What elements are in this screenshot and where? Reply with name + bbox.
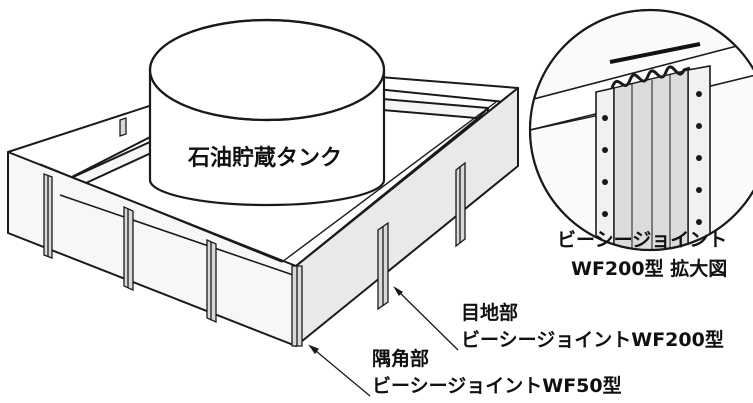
zoom-panel-left <box>595 87 615 250</box>
oil-tank <box>148 18 386 207</box>
magnified-view <box>528 8 753 252</box>
tank-label: 石油貯蔵タンク <box>188 146 343 171</box>
joint-back-1 <box>119 117 127 137</box>
joint-front-left-2 <box>123 205 134 292</box>
zoom-bolts-right <box>696 91 702 225</box>
joint-front-right-2 <box>455 161 466 248</box>
callout-zoom-title: ビーシージョイント <box>557 229 728 251</box>
callout-joint-title: 目地部 <box>461 302 519 324</box>
zoom-joint-band <box>613 69 689 250</box>
callout-corner-subtitle: ビーシージョイントWF50型 <box>372 375 622 397</box>
joint-front-left-1 <box>43 173 53 259</box>
leader-corner <box>309 345 371 397</box>
zoom-joint-profile <box>610 65 691 89</box>
leader-joint <box>394 287 459 351</box>
joint-front-right-1 <box>377 221 389 311</box>
leader-lines <box>308 286 459 397</box>
callout-joint-subtitle: ビーシージョイントWF200型 <box>461 329 724 351</box>
callout-zoom-subtitle: WF200型 拡大図 <box>571 258 728 280</box>
zoom-bolts-left <box>602 115 608 217</box>
callout-corner-title: 隅角部 <box>372 348 430 370</box>
joint-front-left-3 <box>206 238 217 324</box>
expansion-joints <box>43 75 466 347</box>
dike-wall <box>7 67 519 347</box>
joint-corner <box>291 265 303 347</box>
